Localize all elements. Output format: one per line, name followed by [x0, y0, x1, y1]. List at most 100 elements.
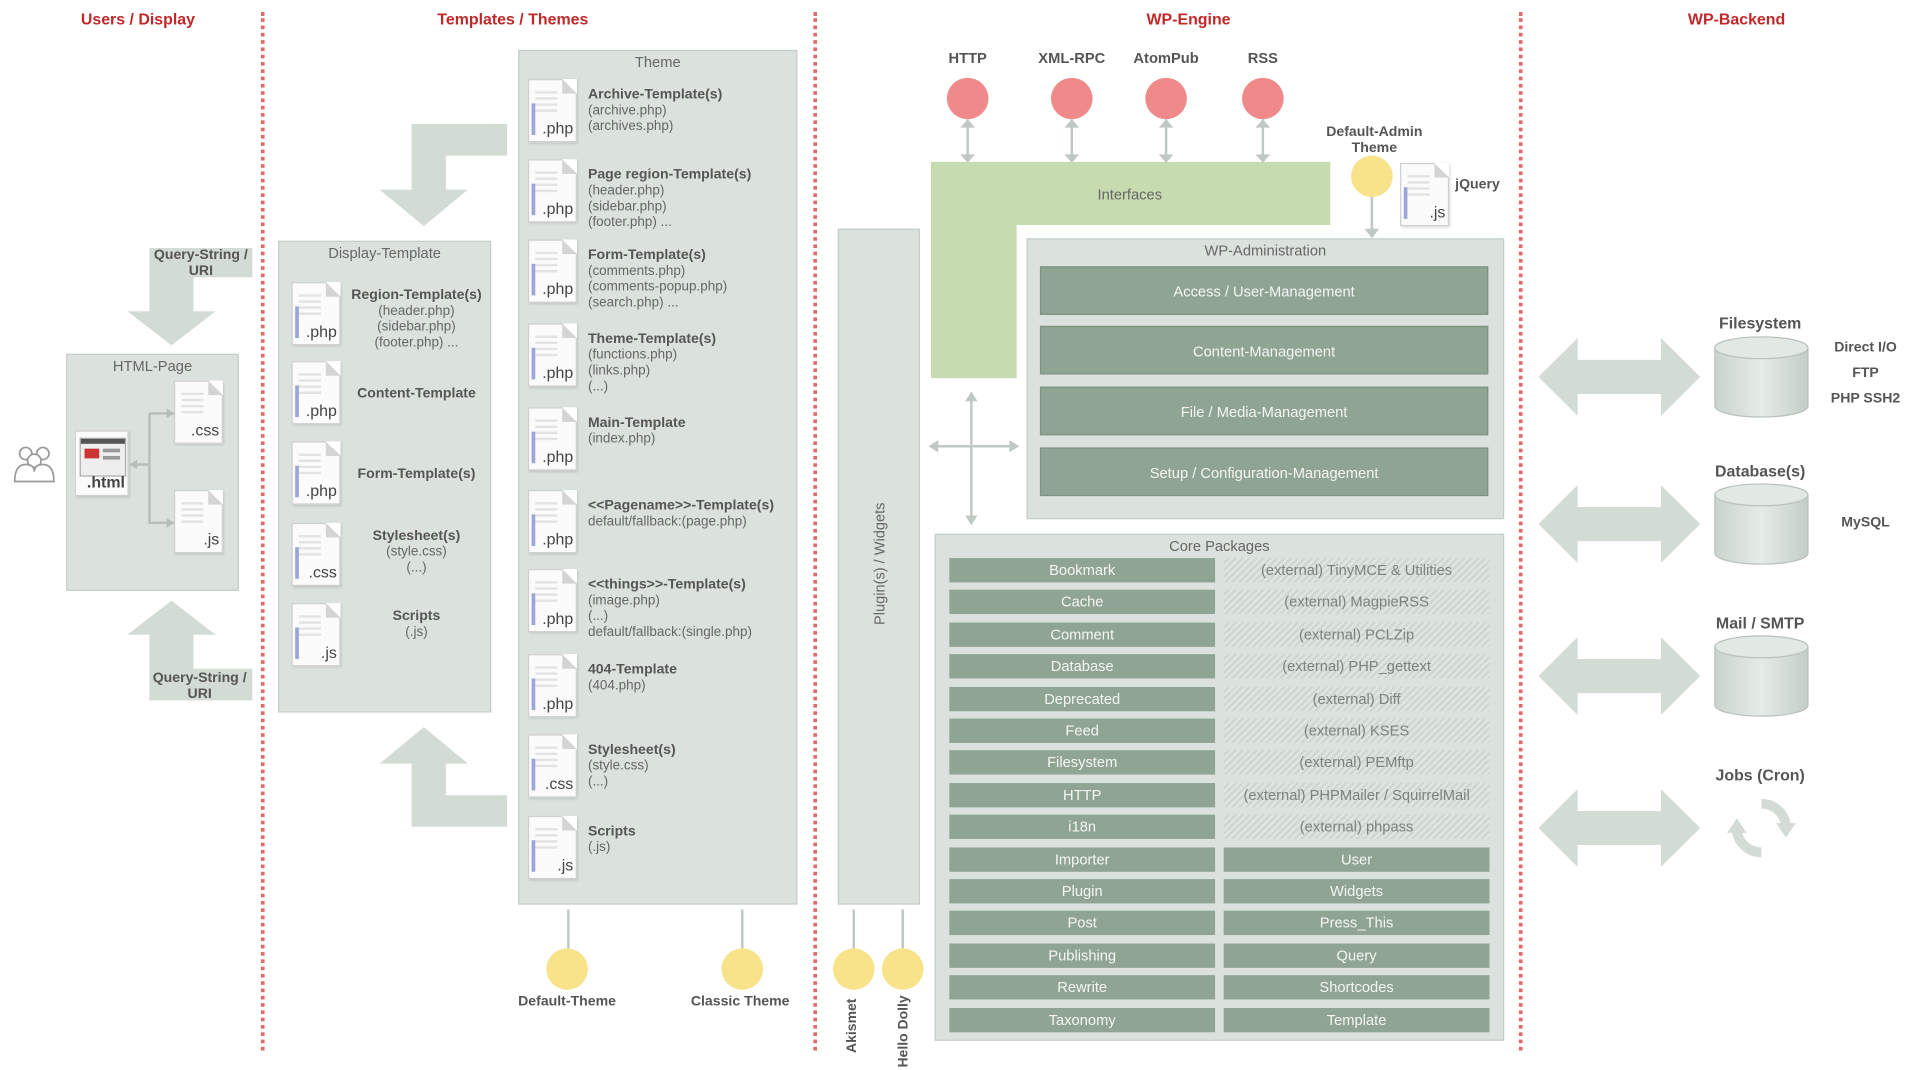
protocol-label: HTTP: [948, 49, 987, 67]
theme-item-title: Stylesheet(s): [587, 742, 676, 758]
admin-theme-connector: [1370, 196, 1374, 236]
section-divider: [813, 12, 818, 1051]
wp-administration-box: WP-Administration Access / User-Manageme…: [1026, 238, 1505, 520]
backend-note: MySQL: [1841, 515, 1890, 531]
core-external-package-item: (external) PEMftp: [1223, 750, 1490, 776]
core-package-item: Importer: [949, 846, 1216, 872]
query-up-arrow: [127, 600, 253, 701]
section-title-templates: Templates / Themes: [437, 9, 589, 28]
core-external-package-item: (external) PCLZip: [1223, 622, 1490, 647]
theme-file-icon: .php: [527, 323, 577, 387]
protocol-dot: [1050, 77, 1093, 120]
section-title-engine: WP-Engine: [1146, 9, 1231, 28]
theme-file-icon: .php: [527, 490, 577, 554]
core-package-item: Publishing: [949, 943, 1216, 968]
akismet-connector: [852, 909, 855, 949]
display-to-theme-arrow: [379, 727, 508, 827]
plugins-widgets-label: Plugin(s) / Widgets: [870, 502, 889, 625]
protocol-connector: [966, 119, 969, 161]
display-template-item-title: Scripts: [392, 609, 441, 624]
html-file-icon: .html: [74, 430, 129, 497]
core-package-item: Feed: [949, 718, 1216, 743]
jquery-file-icon: .js: [1400, 162, 1450, 227]
hello-dolly-label: Hello Dolly: [896, 995, 912, 1068]
display-template-file-icon: .php: [291, 441, 341, 505]
theme-item-title: Archive-Template(s): [587, 87, 723, 103]
cross-arrows: [928, 391, 1020, 526]
theme-item-title: Form-Template(s): [587, 248, 706, 263]
theme-item-sub: (404.php): [587, 678, 646, 694]
database-cylinder-icon: [1714, 336, 1809, 418]
core-package-item: Taxonomy: [949, 1007, 1216, 1032]
protocol-label: XML-RPC: [1038, 49, 1106, 67]
core-package-item: Press_This: [1223, 911, 1490, 936]
database-cylinder-icon: [1714, 483, 1809, 565]
protocol-arrow-heads: [1255, 119, 1271, 163]
core-package-item: Cache: [949, 590, 1216, 615]
theme-file-icon: .php: [527, 239, 577, 303]
protocol-connector: [1164, 119, 1168, 161]
backend-title: Jobs (Cron): [1715, 766, 1805, 785]
core-external-package-item: (external) TinyMCE & Utilities: [1223, 558, 1490, 583]
database-cylinder-icon: [1714, 635, 1809, 717]
core-external-package-item: (external) Diff: [1223, 686, 1490, 711]
display-template-title: Display-Template: [328, 244, 441, 262]
refresh-cycle-icon: [1727, 798, 1796, 858]
admin-setup-configuration-management: Setup / Configuration-Management: [1039, 447, 1489, 497]
protocol-dot: [946, 77, 989, 120]
theme-item-sub: (style.css) (...): [587, 758, 649, 790]
protocol-dot: [1242, 77, 1284, 120]
theme-item-sub: (.js): [587, 840, 611, 855]
theme-file-icon: .php: [527, 569, 577, 633]
core-external-package-item: (external) KSES: [1223, 718, 1490, 743]
theme-item-title: Theme-Template(s): [587, 331, 717, 347]
backend-double-arrow: [1538, 485, 1701, 563]
protocol-arrow-heads: [1064, 119, 1080, 163]
theme-item-sub: (archive.php) (archives.php): [587, 103, 674, 134]
admin-content-management: Content-Management: [1039, 325, 1489, 375]
users-icon: [13, 446, 55, 483]
protocol-dot: [1145, 77, 1187, 120]
core-package-item: Post: [949, 911, 1216, 936]
core-package-item: Shortcodes: [1223, 975, 1490, 1000]
display-template-item-sub: (header.php) (sidebar.php) (footer.php) …: [374, 303, 459, 351]
theme-title: Theme: [634, 53, 681, 71]
display-template-item-title: Region-Template(s): [351, 288, 482, 303]
protocol-label: AtomPub: [1133, 49, 1199, 67]
css-file-icon: .css: [173, 380, 223, 444]
theme-file-icon: .php: [527, 159, 577, 223]
default-theme-dot: [546, 948, 588, 990]
backend-double-arrow: [1538, 637, 1701, 715]
backend-title: Database(s): [1715, 462, 1806, 481]
display-template-item-sub: (.js): [405, 624, 428, 640]
query-string-label-bottom: Query-String / URI: [152, 671, 247, 702]
core-package-item: User: [1223, 846, 1490, 872]
theme-item-title: 404-Template: [587, 662, 677, 678]
section-divider: [260, 12, 265, 1051]
theme-to-display-arrow: [379, 124, 508, 227]
theme-item-title: <<Pagename>>-Template(s): [587, 498, 775, 514]
protocol-arrow-heads: [960, 119, 976, 163]
theme-item-sub: (header.php) (sidebar.php) (footer.php) …: [587, 183, 672, 230]
core-package-item: Widgets: [1223, 879, 1490, 904]
display-template-file-icon: .php: [291, 361, 341, 425]
display-template-file-icon: .php: [291, 282, 341, 346]
display-template-item-title: Content-Template: [357, 386, 476, 402]
display-template-item-title: Stylesheet(s): [372, 528, 461, 544]
theme-file-icon: .php: [527, 654, 577, 718]
arrow-head: [1364, 228, 1380, 239]
core-package-item: Filesystem: [949, 750, 1216, 776]
html-page-title: HTML-Page: [112, 357, 193, 375]
theme-item-sub: default/fallback:(page.php): [587, 514, 747, 529]
query-down-arrow: [127, 248, 253, 346]
backend-double-arrow: [1538, 789, 1701, 867]
theme-item-sub: (comments.php) (comments-popup.php) (sea…: [587, 263, 728, 311]
theme-item-title: Scripts: [587, 824, 636, 839]
admin-file-media-management: File / Media-Management: [1039, 386, 1489, 436]
backend-title: Filesystem: [1719, 313, 1802, 332]
theme-file-icon: .php: [527, 407, 577, 471]
theme-item-sub: (functions.php) (links.php) (...): [587, 347, 678, 394]
default-theme-connector: [567, 909, 570, 949]
hello-dolly-dot: [881, 948, 924, 990]
core-package-item: Query: [1223, 943, 1490, 968]
